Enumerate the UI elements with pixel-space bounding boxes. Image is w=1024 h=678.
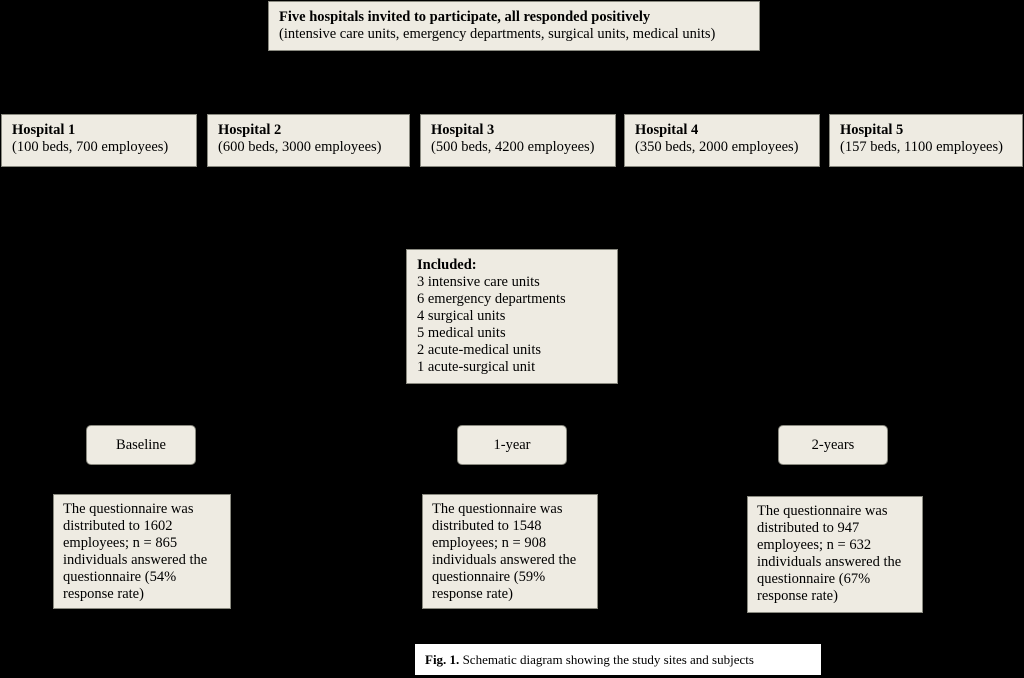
- result-line: distributed to 1548: [432, 518, 542, 534]
- result-baseline-box: The questionnaire was distributed to 160…: [53, 494, 231, 609]
- figure-caption: Fig. 1. Schematic diagram showing the st…: [414, 643, 822, 676]
- hospital-4-box: Hospital 4 (350 beds, 2000 employees): [624, 114, 820, 167]
- result-1year-box: The questionnaire was distributed to 154…: [422, 494, 598, 609]
- caption-label: Fig. 1.: [425, 652, 460, 667]
- result-line: employees; n = 865: [63, 535, 178, 551]
- hospital-1-name: Hospital 1: [12, 122, 76, 138]
- hospital-2-detail: (600 beds, 3000 employees): [218, 139, 382, 155]
- hospital-5-detail: (157 beds, 1100 employees): [840, 139, 1003, 155]
- phase-1year-label: 1-year: [493, 437, 531, 453]
- included-item: 3 intensive care units: [417, 274, 540, 290]
- included-item: 1 acute-surgical unit: [417, 359, 536, 375]
- phase-baseline-label: Baseline: [116, 437, 166, 453]
- result-line: questionnaire (59%: [432, 569, 546, 585]
- result-line: individuals answered the: [432, 552, 577, 568]
- result-line: response rate): [63, 586, 144, 602]
- hospital-2-box: Hospital 2 (600 beds, 3000 employees): [207, 114, 410, 167]
- phase-2years-box: 2-years: [778, 425, 888, 465]
- hospital-5-name: Hospital 5: [840, 122, 904, 138]
- hospital-1-box: Hospital 1 (100 beds, 700 employees): [1, 114, 197, 167]
- result-line: The questionnaire was: [757, 503, 888, 519]
- invitation-title: Five hospitals invited to participate, a…: [279, 9, 651, 25]
- result-2years-box: The questionnaire was distributed to 947…: [747, 496, 923, 613]
- included-heading: Included:: [417, 257, 477, 273]
- result-line: employees; n = 908: [432, 535, 547, 551]
- hospital-3-name: Hospital 3: [431, 122, 495, 138]
- result-line: The questionnaire was: [432, 501, 563, 517]
- invitation-box: Five hospitals invited to participate, a…: [268, 1, 760, 51]
- phase-2years-label: 2-years: [811, 437, 855, 453]
- result-line: individuals answered the: [757, 554, 902, 570]
- result-line: individuals answered the: [63, 552, 208, 568]
- hospital-4-name: Hospital 4: [635, 122, 699, 138]
- hospital-3-box: Hospital 3 (500 beds, 4200 employees): [420, 114, 616, 167]
- included-item: 6 emergency departments: [417, 291, 566, 307]
- included-item: 4 surgical units: [417, 308, 506, 324]
- hospital-2-name: Hospital 2: [218, 122, 282, 138]
- result-line: response rate): [432, 586, 513, 602]
- hospital-3-detail: (500 beds, 4200 employees): [431, 139, 595, 155]
- hospital-5-box: Hospital 5 (157 beds, 1100 employees): [829, 114, 1023, 167]
- result-line: The questionnaire was: [63, 501, 194, 517]
- result-line: employees; n = 632: [757, 537, 872, 553]
- caption-text: Schematic diagram showing the study site…: [462, 652, 754, 667]
- result-line: response rate): [757, 588, 838, 604]
- included-item: 2 acute-medical units: [417, 342, 542, 358]
- invitation-subtitle: (intensive care units, emergency departm…: [279, 26, 716, 42]
- result-line: questionnaire (54%: [63, 569, 177, 585]
- hospital-4-detail: (350 beds, 2000 employees): [635, 139, 799, 155]
- result-line: distributed to 1602: [63, 518, 173, 534]
- result-line: distributed to 947: [757, 520, 860, 536]
- result-line: questionnaire (67%: [757, 571, 871, 587]
- included-units-box: Included: 3 intensive care units 6 emerg…: [406, 249, 618, 384]
- included-item: 5 medical units: [417, 325, 506, 341]
- phase-1year-box: 1-year: [457, 425, 567, 465]
- phase-baseline-box: Baseline: [86, 425, 196, 465]
- hospital-1-detail: (100 beds, 700 employees): [12, 139, 169, 155]
